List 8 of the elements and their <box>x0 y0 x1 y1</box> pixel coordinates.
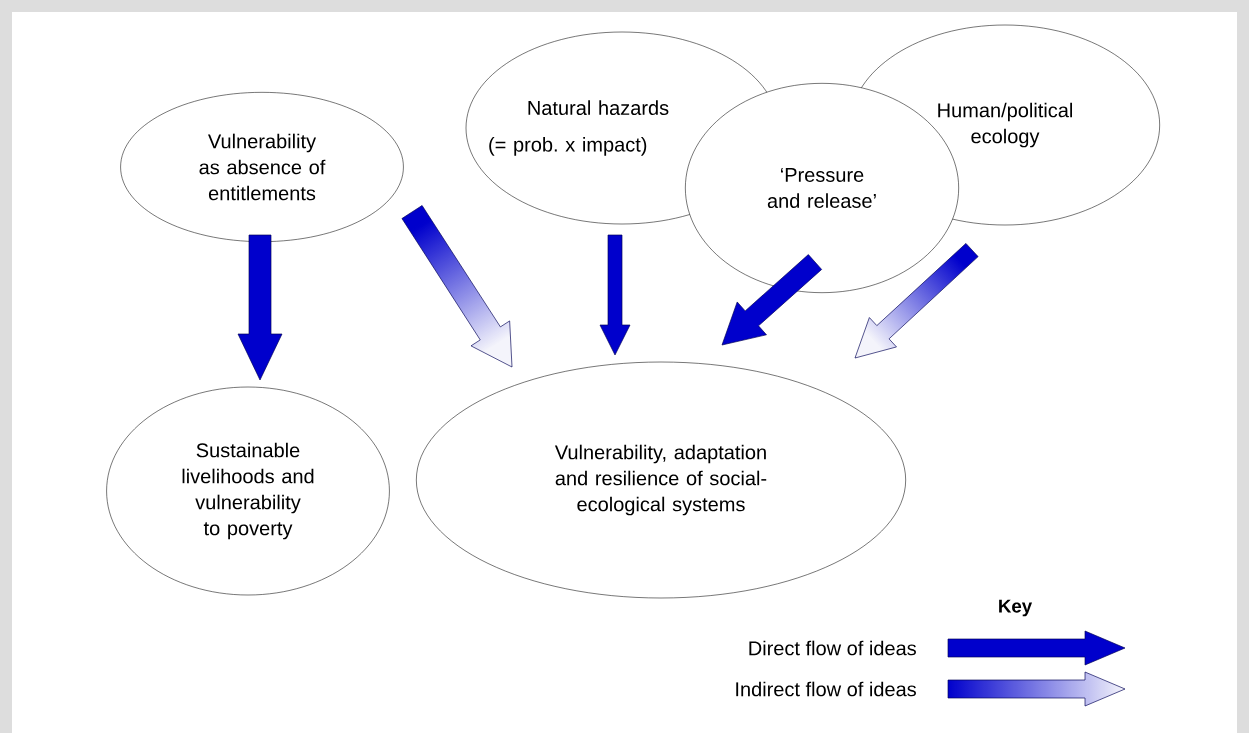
block-arrow <box>854 243 979 359</box>
block-arrow <box>721 254 822 346</box>
key-heading: Key <box>999 599 1033 617</box>
block-arrow <box>401 205 513 368</box>
block-arrow <box>599 234 631 356</box>
legend-label: Indirect flow of ideas <box>736 681 916 697</box>
legend-label: Direct flow of ideas <box>749 640 916 656</box>
block-arrow <box>237 234 283 381</box>
